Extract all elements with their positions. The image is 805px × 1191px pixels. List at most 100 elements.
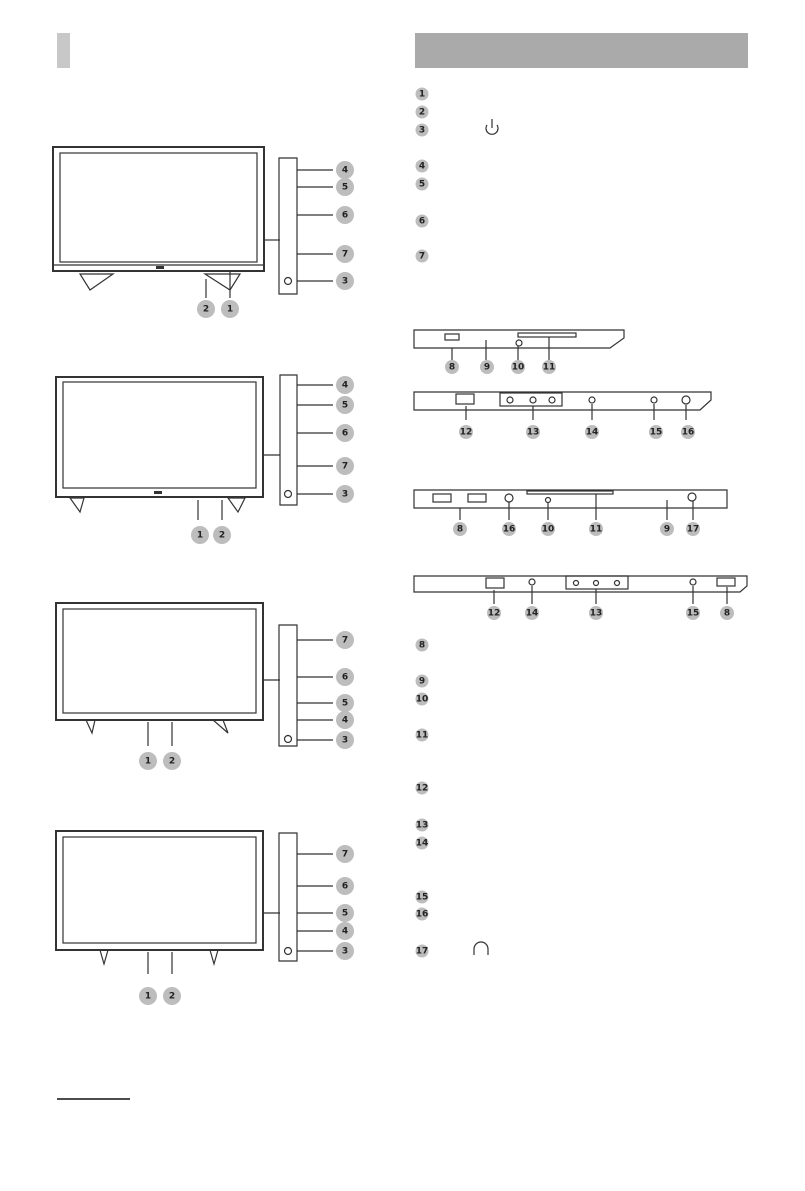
power-icon xyxy=(283,276,293,286)
tv1-side-3-badge xyxy=(336,245,354,263)
panel2-2-badge xyxy=(585,425,599,439)
tv4-bottom-0-badge xyxy=(139,987,157,1005)
tv2-side-3-label: 7 xyxy=(342,462,348,472)
panel4-2-badge xyxy=(589,606,603,620)
tv1-side-3-label: 7 xyxy=(342,250,348,260)
tv4-bottom-1-badge xyxy=(163,987,181,1005)
tv4-side-2-label: 5 xyxy=(342,909,348,919)
panel2-3-badge xyxy=(649,425,663,439)
tv2-side-2-badge xyxy=(336,424,354,442)
panel2-0-label: 12 xyxy=(460,428,473,438)
tv2-bottom-0-badge xyxy=(191,526,209,544)
legend-bottom-7-label: 15 xyxy=(416,893,429,903)
port-panel-1 xyxy=(413,329,625,360)
tv3-side-3-label: 4 xyxy=(342,716,348,726)
tv2-side-0-label: 4 xyxy=(342,381,348,391)
panel1-1-label: 9 xyxy=(484,363,490,373)
legend-top-1-badge xyxy=(415,105,429,119)
tv2-side-0-badge xyxy=(336,376,354,394)
tv4-side-0-badge xyxy=(336,845,354,863)
tv-diagram-4 xyxy=(55,830,333,974)
tv3-side-3-badge xyxy=(336,711,354,729)
panel2-1-label: 13 xyxy=(527,428,540,438)
tv3-side-0-badge xyxy=(336,631,354,649)
power-icon xyxy=(283,489,293,499)
tv-diagram-1 xyxy=(52,146,333,298)
legend-top-4-badge xyxy=(415,177,429,191)
panel3-5-label: 17 xyxy=(687,525,700,535)
panel3-3-badge xyxy=(589,522,603,536)
port-panel-3 xyxy=(413,489,728,520)
tv2-side-1-badge xyxy=(336,396,354,414)
legend-top-3-badge xyxy=(415,159,429,173)
tv3-side-4-badge xyxy=(336,731,354,749)
legend-bottom-6-badge xyxy=(415,836,429,850)
port-panel-2 xyxy=(413,391,712,420)
power-icon xyxy=(283,734,293,744)
tv3-bottom-0-badge xyxy=(139,752,157,770)
tv2-bottom-0-label: 1 xyxy=(197,531,203,541)
legend-top-3-label: 4 xyxy=(419,162,425,172)
tv2-side-1-label: 5 xyxy=(342,401,348,411)
tv1-side-0-label: 4 xyxy=(342,166,348,176)
tv1-bottom-0-badge xyxy=(197,300,215,318)
tv1-side-4-label: 3 xyxy=(342,277,348,287)
tv2-side-4-label: 3 xyxy=(342,490,348,500)
tv2-bottom-1-badge xyxy=(213,526,231,544)
panel1-3-badge xyxy=(542,360,556,374)
tv3-side-0-label: 7 xyxy=(342,636,348,646)
tv4-side-1-label: 6 xyxy=(342,882,348,892)
tv4-side-1-badge xyxy=(336,877,354,895)
port-panel-4 xyxy=(413,575,748,604)
legend-top-6-badge xyxy=(415,249,429,263)
panel3-4-badge xyxy=(660,522,674,536)
tv3-side-1-label: 6 xyxy=(342,673,348,683)
legend-top-1-label: 2 xyxy=(419,108,425,118)
tv-diagram-3 xyxy=(55,602,333,747)
tv4-side-2-badge xyxy=(336,904,354,922)
panel2-1-badge xyxy=(526,425,540,439)
panel1-0-label: 8 xyxy=(449,363,455,373)
tv1-side-0-badge xyxy=(336,161,354,179)
panel3-2-label: 10 xyxy=(542,525,555,535)
tv-diagram-2 xyxy=(55,374,333,520)
tv2-side-2-label: 6 xyxy=(342,429,348,439)
panel2-4-badge xyxy=(681,425,695,439)
power-icon xyxy=(283,946,293,956)
tv4-side-4-badge xyxy=(336,942,354,960)
panel3-2-badge xyxy=(541,522,555,536)
section-header-bar xyxy=(415,33,748,68)
panel2-0-badge xyxy=(459,425,473,439)
legend-top-5-label: 6 xyxy=(419,217,425,227)
tv1-bottom-0-label: 2 xyxy=(203,305,209,315)
tv3-side-4-label: 3 xyxy=(342,736,348,746)
legend-bottom-4-badge xyxy=(415,781,429,795)
panel1-0-badge xyxy=(445,360,459,374)
panel2-2-label: 14 xyxy=(586,428,599,438)
legend-bottom-6-label: 14 xyxy=(416,839,429,849)
legend-bottom-1-label: 9 xyxy=(419,677,425,687)
tv4-bottom-1-label: 2 xyxy=(169,992,175,1002)
legend-top-0-label: 1 xyxy=(419,90,425,100)
legend-bottom-9-label: 17 xyxy=(416,947,429,957)
legend-top-5-badge xyxy=(415,214,429,228)
tv4-bottom-0-label: 1 xyxy=(145,992,151,1002)
panel4-1-badge xyxy=(525,606,539,620)
tv1-side-2-label: 6 xyxy=(342,211,348,221)
panel1-2-label: 10 xyxy=(512,363,525,373)
panel4-3-label: 15 xyxy=(687,609,700,619)
panel3-5-badge xyxy=(686,522,700,536)
panel3-0-label: 8 xyxy=(457,525,463,535)
tv1-side-2-badge xyxy=(336,206,354,224)
legend-bottom-4-label: 12 xyxy=(416,784,429,794)
legend-top-6-label: 7 xyxy=(419,252,425,262)
panel4-1-label: 14 xyxy=(526,609,539,619)
tv4-side-0-label: 7 xyxy=(342,850,348,860)
panel3-4-label: 9 xyxy=(664,525,670,535)
legend-top-2-badge xyxy=(415,123,429,137)
panel2-3-label: 15 xyxy=(650,428,663,438)
tv3-side-2-badge xyxy=(336,694,354,712)
legend-bottom-7-badge xyxy=(415,890,429,904)
section-marker xyxy=(57,33,70,68)
